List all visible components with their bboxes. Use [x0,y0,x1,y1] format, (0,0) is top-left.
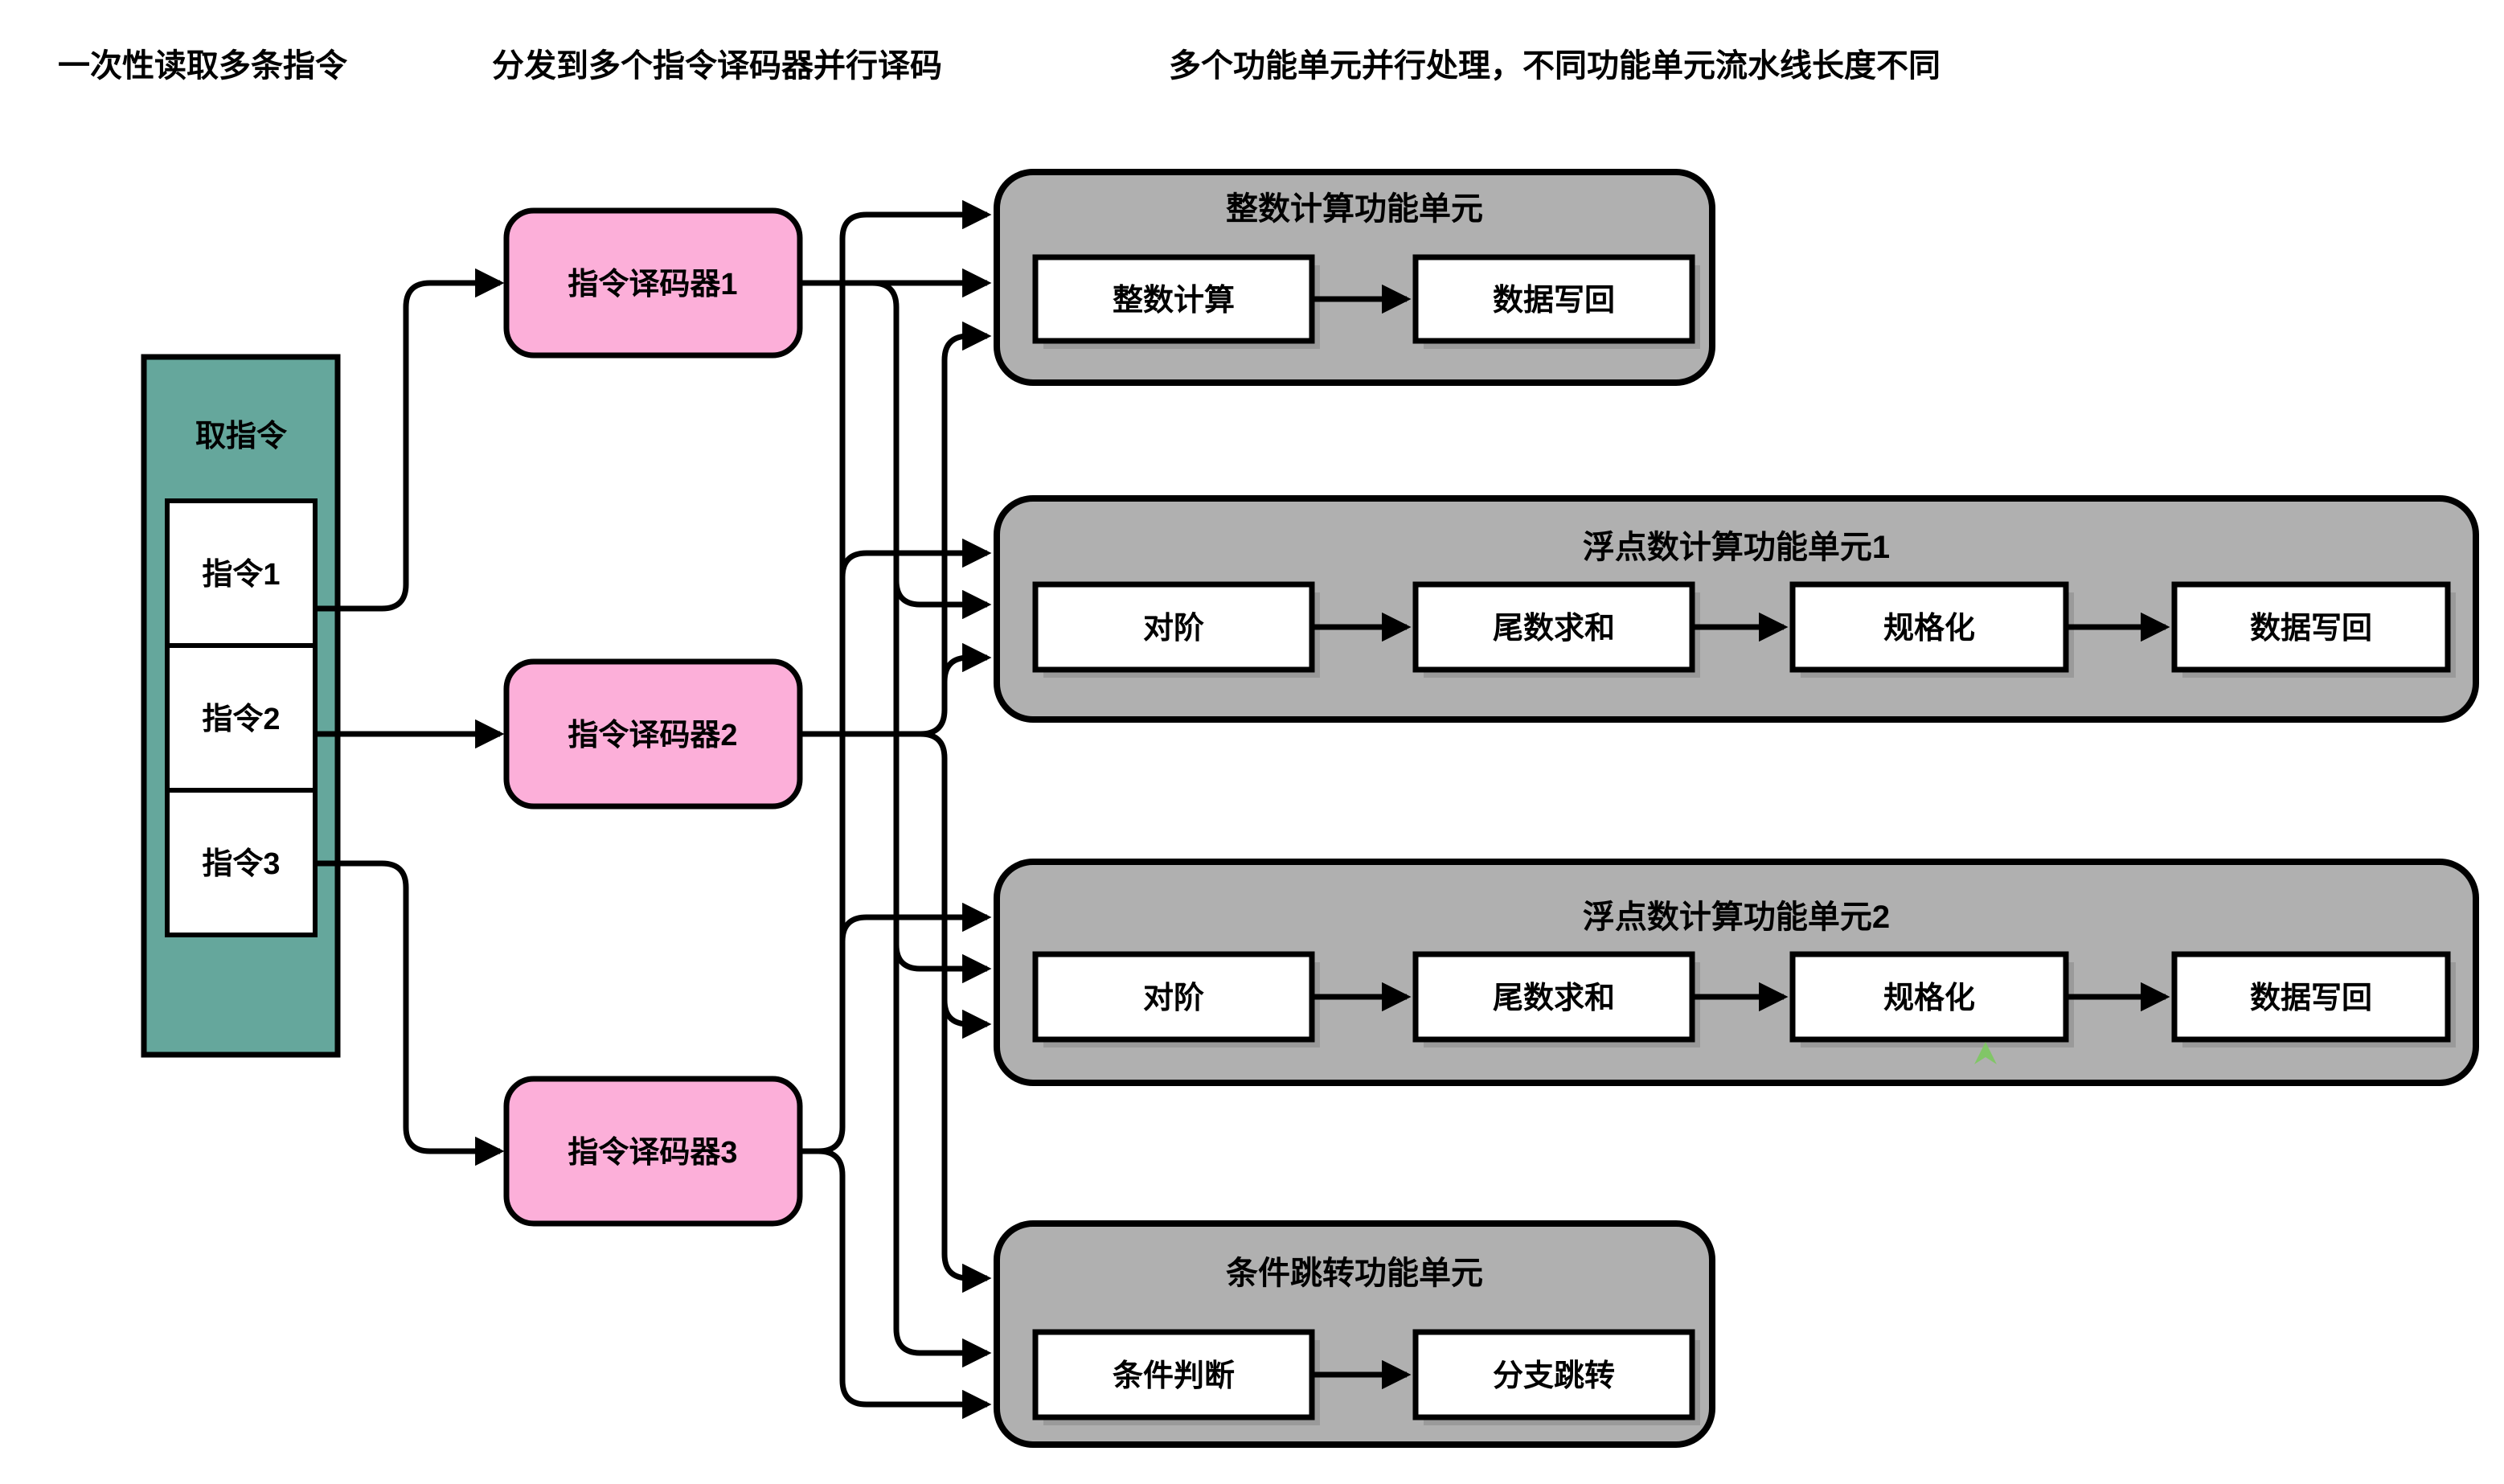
decoder3-arrows [800,199,992,1420]
arrow-decoder2-cond-unit [920,731,992,1293]
fp1-stage-align-label: 对阶 [1143,612,1204,646]
cond-jump-unit: 条件跳转功能单元 条件判断 分支跳转 [994,1220,1715,1448]
fp1-unit: 浮点数计算功能单元1 对阶 尾数求和 规格化 数据写回 [994,495,2479,723]
green-cursor-artifact [1974,1042,1997,1064]
arrow-decoder3-cond-unit [818,1148,992,1420]
fetch-unit-title: 取指令 [195,420,288,453]
arrow-decoder2-fp2-unit [941,999,992,1039]
fp2-unit: 浮点数计算功能单元2 对阶 尾数求和 规格化 数据写回 [994,859,2479,1086]
cond-jump-unit-title: 条件跳转功能单元 [1226,1256,1483,1291]
fp1-unit-title: 浮点数计算功能单元1 [1583,530,1890,565]
arrow-decoder1-fp1-unit [893,580,992,620]
fp2-stage-mantissa-label: 尾数求和 [1493,982,1615,1015]
annotation-fetch: 一次性读取多条指令 [58,48,348,84]
decoders: 指令译码器1 指令译码器2 指令译码器3 [503,207,803,1227]
decoder1-arrows [800,268,992,1368]
integer-stage-compute-label: 整数计算 [1113,284,1235,318]
decoder2-arrows [800,321,992,1293]
integer-unit: 整数计算功能单元 整数计算 数据写回 [994,169,1715,386]
arrow-instr3-decoder3 [315,860,505,1166]
fp1-unit-box [994,495,2479,723]
annotation-decode: 分发到多个指令译码器并行译码 [492,48,942,84]
fp1-stage-align-box [1032,581,1315,673]
arrow-decoder1-cond-unit [871,280,992,1368]
fetch-unit: 取指令 指令1 指令2 指令3 [141,354,341,1058]
instruction-1-label: 指令1 [202,558,280,592]
arrow-decoder3-fp2-unit [839,902,992,942]
instruction-3-label: 指令3 [202,847,280,881]
cond-stage-branch-label: 分支跳转 [1493,1359,1615,1393]
fp2-stage-mantissa-box [1412,951,1695,1043]
arrow-decoder3-fp1-unit [839,538,992,578]
fp2-unit-box [994,859,2479,1086]
fetch-to-decoder-arrows [315,268,505,1166]
decoder-1-label: 指令译码器1 [568,268,737,301]
arrow-instr1-decoder1 [315,268,505,612]
instruction-2-label: 指令2 [202,703,280,736]
annotation-execute: 多个功能单元并行处理，不同功能单元流水线长度不同 [1169,48,1940,84]
fp1-stage-mantissa-label: 尾数求和 [1493,612,1615,646]
decoder-3-label: 指令译码器3 [568,1136,737,1170]
cond-stage-judge-box [1032,1329,1315,1420]
decoder-2-label: 指令译码器2 [568,719,737,752]
fp1-stage-writeback-box [2171,581,2451,673]
fp2-stage-writeback-box [2171,951,2451,1043]
fp2-stage-align-label: 对阶 [1143,982,1204,1015]
fp1-stage-normalize-label: 规格化 [1883,612,1975,646]
fp2-unit-title: 浮点数计算功能单元2 [1583,900,1890,935]
arrow-decoder1-fp2-unit [893,944,992,984]
cond-stage-branch-box [1412,1329,1695,1420]
fp1-stage-writeback-label: 数据写回 [2250,612,2372,646]
arrow-decoder2-fp1-unit [941,642,992,683]
integer-unit-title: 整数计算功能单元 [1226,191,1483,227]
fp1-stage-mantissa-box [1412,581,1695,673]
instruction-1-box [165,498,318,648]
integer-stage-writeback-box [1412,254,1695,344]
fp2-stage-writeback-label: 数据写回 [2250,982,2372,1015]
integer-stage-writeback-label: 数据写回 [1493,284,1615,318]
cond-stage-judge-label: 条件判断 [1113,1359,1235,1393]
fp2-stage-normalize-label: 规格化 [1883,982,1975,1015]
integer-stage-compute-box [1032,254,1315,344]
